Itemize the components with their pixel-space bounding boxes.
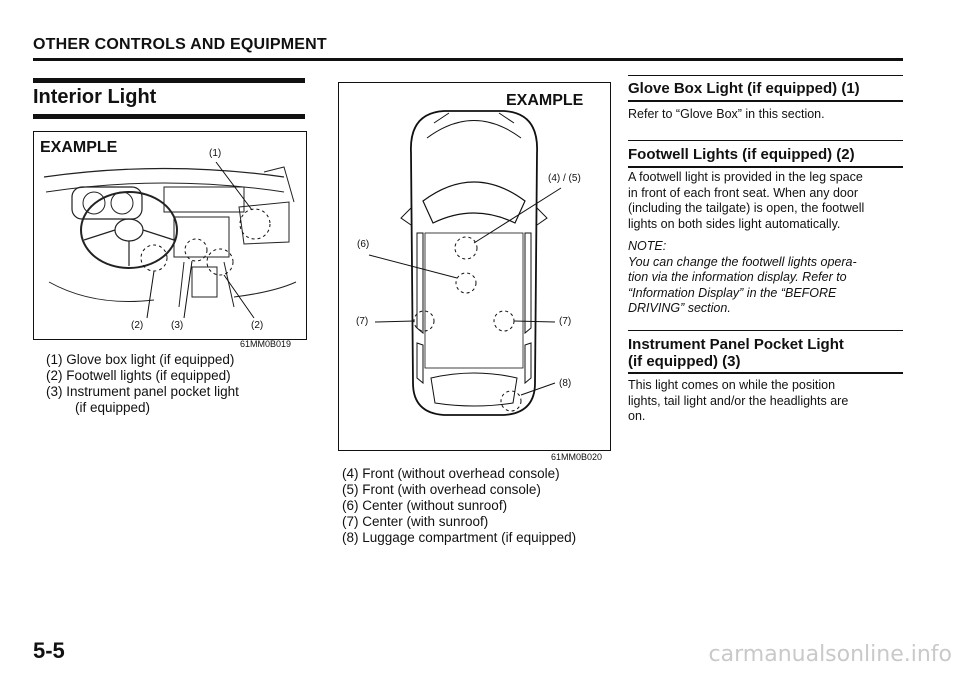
figure2-label-6: (6) [357, 239, 370, 250]
caption-item: (7) Center (with sunroof) [342, 514, 489, 529]
watermark: carmanualsonline.info [708, 642, 952, 667]
figure1-label-2b: (2) [251, 320, 264, 331]
caption-item: (2) Footwell lights (if equipped) [46, 368, 231, 383]
body-line: in front of each front seat. When any do… [628, 185, 858, 200]
body-line: A footwell light is provided in the leg … [628, 170, 863, 184]
figure2-label-4-5: (4) / (5) [548, 173, 581, 184]
figure2-caption-list: (4) Front (without overhead console) (5)… [342, 466, 576, 546]
note-line: tion via the information display. Refer … [628, 270, 847, 284]
car-topview-figure: EXAMPLE (4) / (5) (6) (7) [338, 82, 611, 451]
note-label: NOTE: [628, 239, 667, 253]
caption-item: (4) Front (without overhead console) [342, 466, 560, 481]
header-rule [33, 58, 903, 61]
figure1-label-2a: (2) [131, 320, 144, 331]
footwell-lights-body: A footwell light is provided in the leg … [628, 170, 904, 232]
caption-item: (6) Center (without sunroof) [342, 498, 508, 513]
footwell-bottom-rule [628, 166, 903, 168]
body-line: This light comes on while the position [628, 378, 836, 392]
figure1-code: 61MM0B019 [240, 339, 292, 349]
section-title: Interior Light [33, 86, 157, 108]
car-topview-illustration [368, 110, 562, 416]
glove-bottom-rule [628, 100, 903, 102]
caption-item: (1) Glove box light (if equipped) [46, 352, 235, 367]
caption-item: (if equipped) [75, 400, 151, 415]
pocket-bottom-rule [628, 372, 903, 374]
body-line: lights, tail light and/or the headlights… [628, 393, 849, 408]
note-line: DRIVING” section. [628, 301, 731, 315]
note-line: “Information Display” in the “BEFORE [628, 285, 837, 300]
figure1-example-label: EXAMPLE [40, 139, 118, 156]
footwell-top-rule [628, 140, 903, 141]
caption-item: (5) Front (with overhead console) [342, 482, 541, 497]
figure2-label-8: (8) [559, 378, 572, 389]
page-header-title: OTHER CONTROLS AND EQUIPMENT [33, 36, 327, 53]
dashboard-illustration [43, 161, 297, 319]
page-number: 5-5 [33, 638, 65, 663]
figure2-label-7b: (7) [559, 316, 572, 327]
body-line: lights on both sides light automatically… [628, 216, 841, 231]
caption-item: (3) Instrument panel pocket light [46, 384, 239, 399]
note-line: You can change the footwell lights opera… [628, 254, 857, 269]
pocket-light-title: Instrument Panel Pocket Light (if equipp… [628, 336, 844, 370]
footwell-lights-title: Footwell Lights (if equipped) (2) [628, 146, 855, 163]
dashboard-figure: EXAMPLE (1) (2) (3) (2) [33, 131, 307, 340]
figure2-code: 61MM0B020 [551, 452, 603, 462]
glove-box-light-title: Glove Box Light (if equipped) (1) [628, 80, 860, 97]
pocket-title-line-2: (if equipped) (3) [628, 353, 741, 370]
glove-top-rule [628, 75, 903, 76]
footwell-note: NOTE: You can change the footwell lights… [628, 239, 904, 317]
pocket-light-body: This light comes on while the position l… [628, 378, 904, 425]
caption-item: (8) Luggage compartment (if equipped) [342, 530, 577, 545]
figure1-caption-list: (1) Glove box light (if equipped) (2) Fo… [46, 352, 239, 416]
body-line: on. [628, 409, 646, 423]
figure2-label-7a: (7) [356, 316, 369, 327]
body-line: (including the tailgate) is open, the fo… [628, 201, 865, 215]
figure2-example-label: EXAMPLE [506, 92, 584, 109]
pocket-title-line-1: Instrument Panel Pocket Light [628, 336, 844, 353]
section-bottom-bar [33, 114, 305, 119]
section-top-bar [33, 78, 305, 83]
pocket-top-rule [628, 330, 903, 331]
figure1-label-3: (3) [171, 320, 184, 331]
figure1-label-1: (1) [209, 148, 222, 159]
glove-box-light-body: Refer to “Glove Box” in this section. [628, 107, 825, 121]
